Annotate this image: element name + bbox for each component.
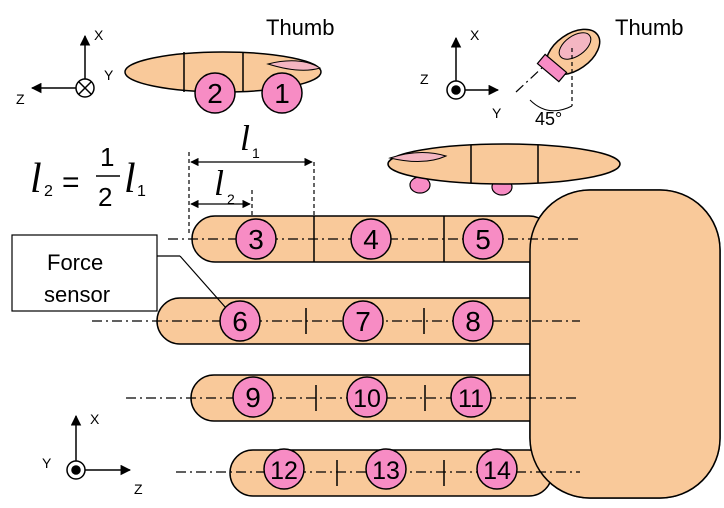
sensor-number: 9 — [245, 382, 261, 413]
force-sensor-label-line1: Force — [47, 250, 103, 275]
sensor-circle — [365, 448, 407, 490]
sensor-circle — [342, 300, 384, 342]
axis-label-z-tl: Z — [16, 91, 25, 107]
axis-label-y-tr: Y — [492, 105, 502, 121]
sensor-13: 13 — [365, 448, 407, 490]
sensor-2: 2 — [194, 72, 236, 114]
dim-l1-subscript: 1 — [252, 145, 260, 161]
sensor-11: 11 — [450, 376, 492, 418]
sensor-number: 14 — [483, 457, 511, 485]
sensor-number: 7 — [355, 306, 371, 337]
eq-sub2: 2 — [44, 183, 53, 200]
sensor-10: 10 — [346, 376, 388, 418]
force-sensor-label-line2: sensor — [44, 282, 110, 307]
axis-label-z-tr: Z — [420, 71, 429, 87]
dim-l2-subscript: 2 — [227, 191, 235, 207]
axis-label-x-tl: X — [94, 27, 104, 43]
sensor-circle — [194, 72, 236, 114]
axis-label-x-bl: X — [90, 411, 100, 427]
sensor-circle — [452, 300, 494, 342]
sensor-number: 13 — [372, 457, 400, 485]
thumb-end-view — [529, 28, 601, 112]
sensor-6: 6 — [219, 300, 261, 342]
sensor-8: 8 — [452, 300, 494, 342]
sensor-4: 4 — [350, 218, 392, 260]
sensor-number: 8 — [465, 306, 481, 337]
sensor-number: 10 — [353, 385, 381, 413]
sensor-number: 5 — [475, 224, 491, 255]
sensor-circle — [261, 72, 303, 114]
sensor-12: 12 — [263, 448, 305, 490]
axes-top-left — [30, 34, 95, 98]
sensor-circle — [346, 376, 388, 418]
axes-bottom-left — [66, 414, 132, 480]
sensor-circle — [450, 376, 492, 418]
dim-l1-symbol: l — [240, 118, 250, 158]
sensor-number: 4 — [363, 224, 379, 255]
sensor-number: 12 — [270, 457, 298, 485]
thumb-label-right: Thumb — [615, 15, 683, 40]
eq-equals: = — [62, 166, 80, 199]
eq-sub1: 1 — [137, 183, 146, 200]
eq-l2: l — [30, 156, 42, 202]
sensor-7: 7 — [342, 300, 384, 342]
sensor-circle — [462, 218, 504, 260]
sensor-number: 11 — [458, 385, 484, 413]
angle-label: 45° — [535, 109, 562, 129]
eq-numerator: 1 — [100, 142, 114, 172]
sensor-circle — [263, 448, 305, 490]
sensor-number: 1 — [274, 78, 290, 109]
equation: l 2 = 1 2 l 1 — [30, 142, 146, 212]
thumb-top-view — [387, 143, 621, 196]
sensor-circle — [235, 218, 277, 260]
sensor-circle — [219, 300, 261, 342]
sensor-5: 5 — [462, 218, 504, 260]
sensor-circle — [350, 218, 392, 260]
force-sensor-callout — [11, 234, 227, 312]
axis-label-y-tl: Y — [104, 67, 114, 83]
axes-top-right — [446, 36, 500, 100]
sensor-number: 6 — [232, 306, 248, 337]
sensor-circle — [476, 448, 518, 490]
axis-label-z-bl: Z — [134, 481, 143, 497]
sensor-circle — [232, 376, 274, 418]
axis-label-y-bl: Y — [42, 455, 52, 471]
sensor-number: 2 — [207, 78, 223, 109]
eq-l1: l — [124, 156, 136, 202]
sensor-number: 3 — [248, 224, 264, 255]
sensor-14: 14 — [476, 448, 518, 490]
sensor-1: 1 — [261, 72, 303, 114]
sensor-9: 9 — [232, 376, 274, 418]
sensor-3: 3 — [235, 218, 277, 260]
dimension-lines — [188, 152, 315, 236]
dim-l2-symbol: l — [214, 163, 224, 203]
thumb-label-left: Thumb — [266, 15, 334, 40]
axis-label-x-tr: X — [470, 27, 480, 43]
eq-denominator: 2 — [98, 182, 112, 212]
